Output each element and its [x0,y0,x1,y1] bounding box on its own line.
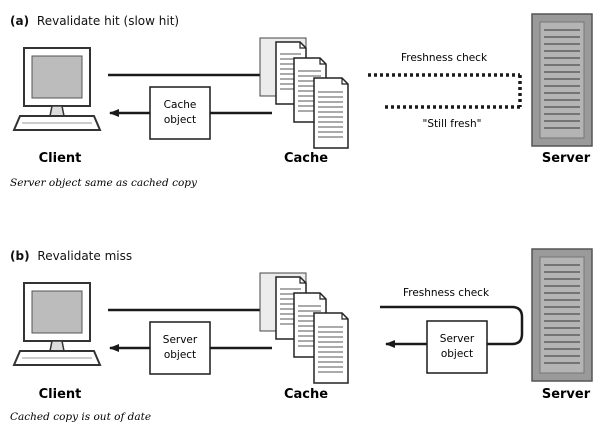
server-object-box: Server object [426,320,488,374]
cache-object-label-line2: object [164,114,196,126]
server-label: Server [542,151,591,166]
panel-a-caption: Server object same as cached copy [10,177,198,189]
panel-a-title-prefix: (a) [10,14,29,28]
cache-label: Cache [284,387,328,402]
still-fresh-label: "Still fresh" [423,118,482,130]
freshness-check-loop [380,305,524,348]
cache-documents-icon [259,272,349,384]
client-label: Client [39,151,82,166]
panel-a-title: (a) Revalidate hit (slow hit) [10,14,179,28]
panel-b-title-prefix: (b) [10,249,30,263]
server-object-label-line1: Server [440,333,475,345]
cache-label: Cache [284,151,328,166]
server-label: Server [542,387,591,402]
client-label: Client [39,387,82,402]
panel-b: (b) Revalidate miss Client Server object [10,248,593,423]
server-object-label-line2: object [441,348,473,360]
cache-documents-icon [259,37,349,149]
client-server-object-label-line2: object [164,349,196,361]
client-computer-icon [12,282,102,366]
freshness-check-label: Freshness check [403,287,490,299]
freshness-check-label: Freshness check [401,52,488,64]
panel-a-title-text: Revalidate hit (slow hit) [37,14,179,28]
client-server-object-box: Server object [149,321,211,375]
panel-b-caption: Cached copy is out of date [10,411,151,423]
panel-b-title: (b) Revalidate miss [10,249,132,263]
server-icon [531,248,593,382]
panel-a: (a) Revalidate hit (slow hit) Client Cac… [10,13,593,189]
server-icon [531,13,593,147]
client-computer-icon [12,47,102,131]
cache-object-box: Cache object [149,86,211,140]
client-server-object-label-line1: Server [163,334,198,346]
cache-object-label-line1: Cache [164,99,197,111]
panel-b-title-text: Revalidate miss [37,249,132,263]
